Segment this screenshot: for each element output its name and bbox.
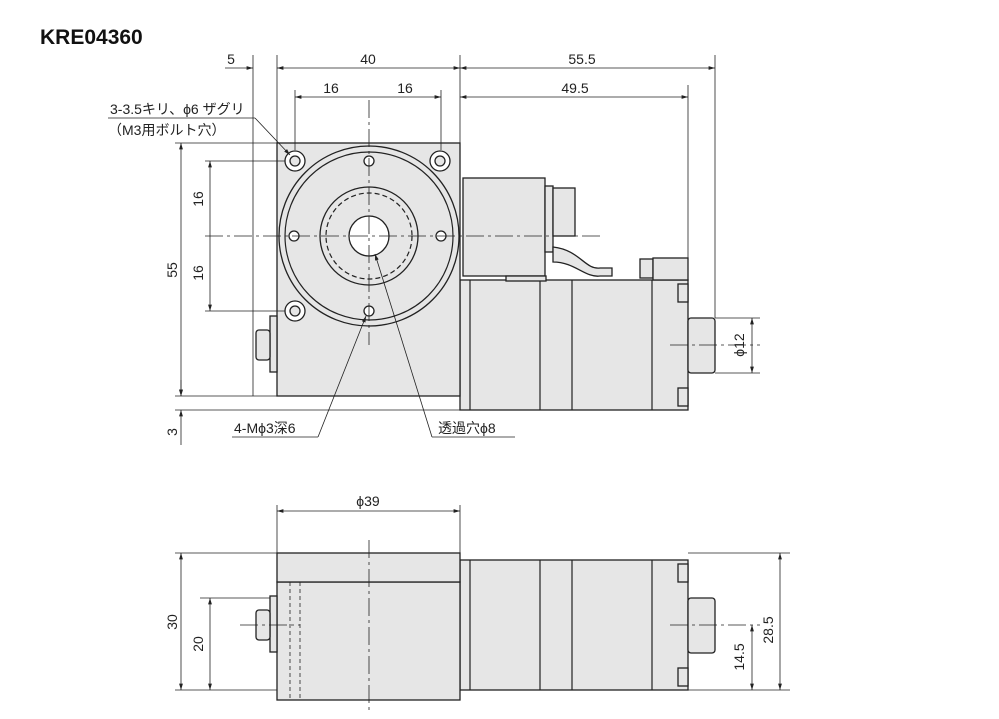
- encoder-box: [462, 177, 546, 277]
- dim-30: 30: [164, 614, 180, 630]
- dim-55-5: 55.5: [568, 51, 595, 67]
- dim-3: 3: [164, 428, 180, 436]
- dim-28-5: 28.5: [760, 616, 776, 643]
- dim-20: 20: [190, 636, 206, 652]
- callout-mount-holes: 3-3.5キリ、ϕ6 ザグリ: [110, 101, 245, 117]
- dim-14-5: 14.5: [731, 643, 747, 670]
- model-title: KRE04360: [40, 26, 143, 49]
- dim-phi12: ϕ12: [731, 333, 747, 357]
- dim-16-lower: 16: [190, 265, 206, 281]
- dim-16-left: 16: [323, 80, 339, 96]
- callout-tap-holes: 4-Mϕ3深6: [234, 420, 296, 436]
- dim-phi39: ϕ39: [356, 493, 380, 509]
- motor-body: [459, 279, 689, 411]
- knob-right: [687, 317, 716, 374]
- top-dimensions: [175, 55, 760, 445]
- dim-49-5: 49.5: [561, 80, 588, 96]
- dim-40: 40: [360, 51, 376, 67]
- connector: [552, 187, 576, 237]
- top-view: 5 40 55.5 16 16 49.5 55 16 16 3 ϕ12 3-3.…: [108, 51, 760, 445]
- dim-16-right: 16: [397, 80, 413, 96]
- dim-5: 5: [227, 51, 235, 67]
- side-view: ϕ39 30 20 14.5 28.5: [164, 493, 790, 710]
- dim-55: 55: [164, 262, 180, 278]
- callout-through-hole: 透過穴ϕ8: [438, 420, 496, 436]
- dim-16-upper: 16: [190, 191, 206, 207]
- callout-mount-holes-note: （M3用ボルト穴）: [108, 122, 225, 138]
